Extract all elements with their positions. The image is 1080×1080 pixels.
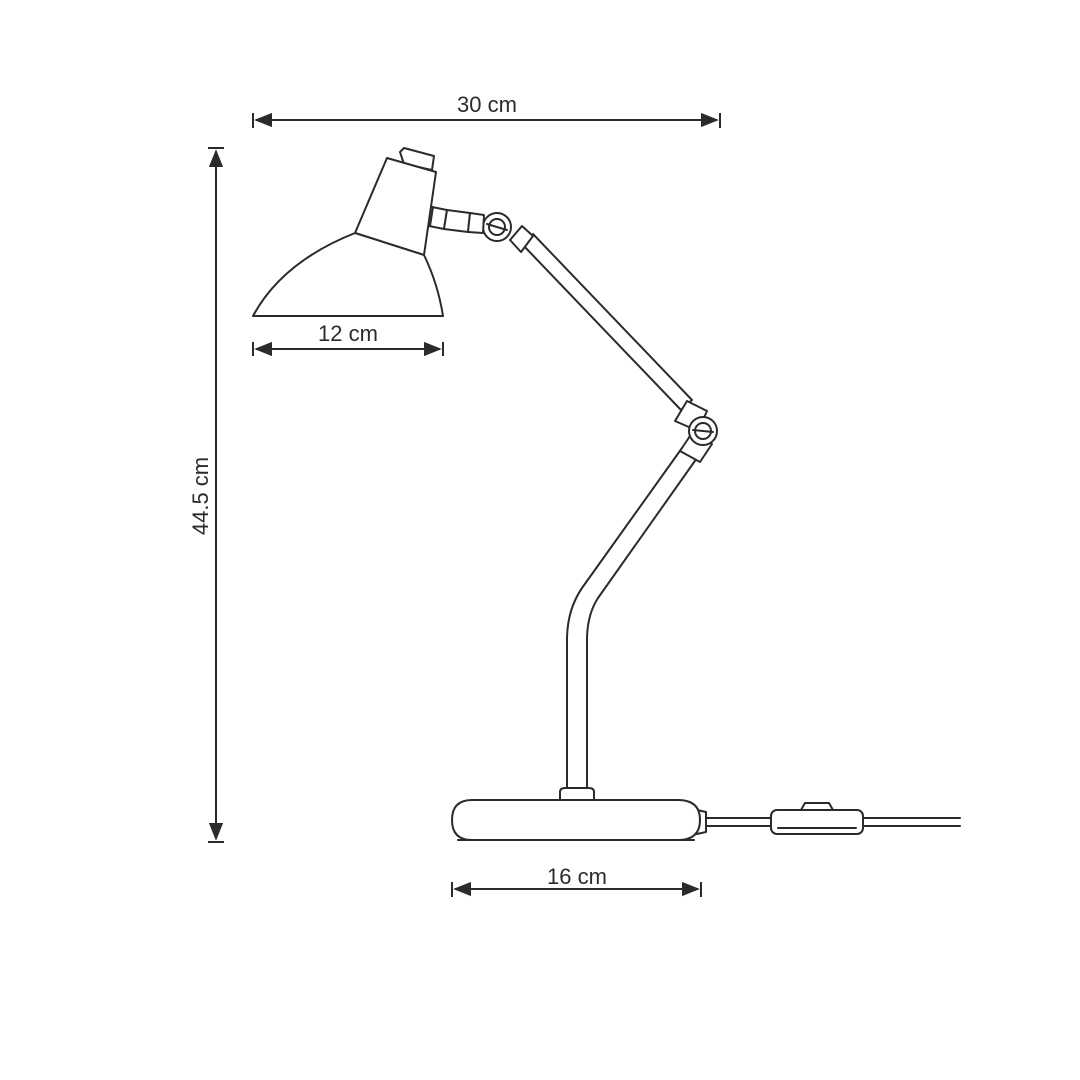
dim-total-height: 44.5 cm	[188, 147, 224, 843]
elbow-joint	[674, 400, 718, 463]
dim-base-width-label: 16 cm	[547, 864, 607, 889]
dim-total-height-label: 44.5 cm	[188, 457, 213, 535]
cord-switch	[770, 802, 864, 835]
lamp-shade	[252, 147, 444, 317]
lamp-upper-arm	[521, 233, 693, 411]
dim-total-width: 30 cm	[252, 92, 721, 128]
shade-connector	[423, 205, 485, 234]
lamp-lower-arm	[566, 447, 698, 793]
dim-base-width: 16 cm	[451, 864, 702, 897]
dim-shade-width: 12 cm	[252, 321, 444, 357]
dim-total-width-label: 30 cm	[457, 92, 517, 117]
dim-shade-width-label: 12 cm	[318, 321, 378, 346]
lamp-base	[451, 787, 701, 841]
shoulder-joint	[482, 212, 534, 253]
